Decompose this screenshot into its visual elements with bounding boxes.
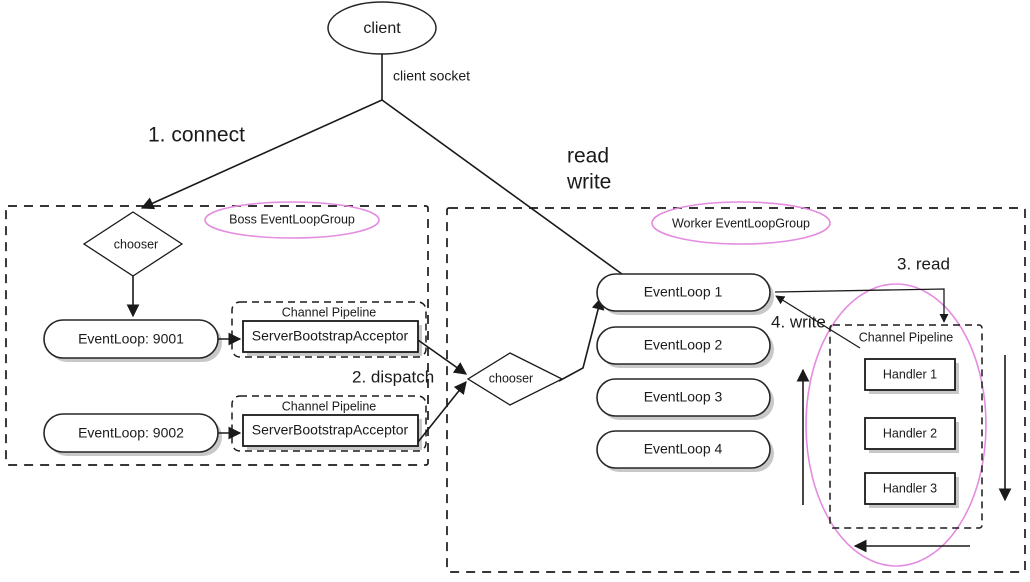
client-socket-label: client socket	[393, 68, 470, 84]
handler-3	[864, 472, 956, 505]
handler-2	[864, 417, 956, 450]
write-arrow	[775, 295, 861, 349]
boss-group-label: Boss EventLoopGroup	[229, 212, 355, 226]
worker-eventloopgroup-container	[446, 207, 1026, 573]
worker-chooser-to-eventloop1-arrow	[558, 296, 605, 382]
readwrite-arrow	[381, 99, 646, 291]
worker-eventloop-1-label: EventLoop 1	[644, 284, 723, 300]
connect-arrow	[140, 99, 383, 210]
worker-eventloop-2	[596, 326, 771, 365]
client-label: client	[363, 20, 401, 37]
worker-eventloop-1	[596, 273, 771, 312]
worker-eventloop-3-label: EventLoop 3	[644, 389, 723, 405]
worker-chooser-label: chooser	[489, 371, 533, 385]
worker-chooser-diamond	[466, 352, 564, 406]
boss-group-badge	[204, 201, 380, 239]
worker-eventloop-3	[596, 378, 771, 417]
dispatch-arrow-from-pipeline-2	[417, 381, 467, 443]
boss-acceptor-1-label: ServerBootstrapAcceptor	[252, 328, 409, 344]
worker-pipeline-container	[829, 324, 983, 529]
dispatch-step-label: 2. dispatch	[352, 367, 434, 386]
worker-group-label: Worker EventLoopGroup	[672, 216, 810, 230]
boss-pipeline-1-container	[231, 301, 427, 358]
handler-1-label: Handler 1	[883, 367, 937, 381]
boss-eventloopgroup-container	[5, 205, 429, 466]
worker-eventloop-4-label: EventLoop 4	[644, 441, 723, 457]
readwrite-label-line1: read	[567, 145, 609, 168]
handler-2-label: Handler 2	[883, 426, 937, 440]
worker-eventloop-2-label: EventLoop 2	[644, 337, 723, 353]
connect-step-label: 1. connect	[148, 124, 245, 147]
boss-chooser-label: chooser	[114, 237, 158, 251]
boss-eventloop-9001-label: EventLoop: 9001	[78, 331, 184, 347]
read-step-label: 3. read	[897, 254, 950, 273]
handler-3-label: Handler 3	[883, 481, 937, 495]
boss-eventloop-9002-label: EventLoop: 9002	[78, 425, 184, 441]
boss-pipeline-1-title: Channel Pipeline	[282, 305, 377, 319]
boss-acceptor-2	[242, 414, 419, 447]
boss-acceptor-1	[242, 320, 419, 353]
handler-1	[864, 358, 956, 391]
boss-pipeline-2-title: Channel Pipeline	[282, 399, 377, 413]
worker-pipeline-title: Channel Pipeline	[859, 330, 954, 344]
readwrite-label-line2: write	[566, 171, 611, 194]
worker-eventloop-4	[596, 430, 771, 469]
boss-acceptor-2-label: ServerBootstrapAcceptor	[252, 422, 409, 438]
worker-group-badge	[651, 201, 831, 245]
channel-pipeline-loop-ellipse	[805, 283, 987, 567]
dispatch-arrow-from-pipeline-1	[417, 339, 468, 375]
boss-pipeline-2-container	[231, 395, 427, 452]
write-step-label: 4. write	[771, 312, 826, 331]
read-arrow	[774, 288, 949, 323]
